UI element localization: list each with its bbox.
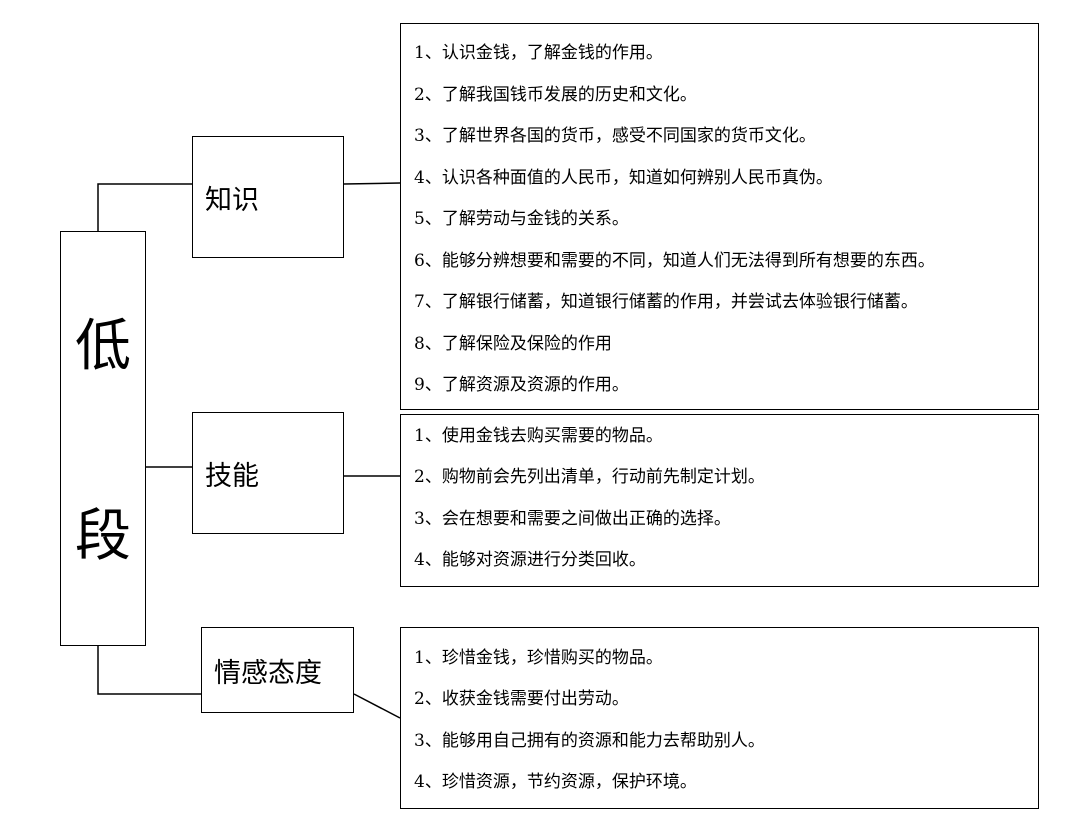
- category-knowledge-label: 知识: [205, 184, 259, 216]
- list-item: 2、了解我国钱币发展的历史和文化。: [414, 85, 697, 105]
- connector-root-attitude: [97, 646, 201, 695]
- knowledge-list: 1、认识金钱，了解金钱的作用。 2、了解我国钱币发展的历史和文化。 3、了解世界…: [400, 23, 1039, 410]
- category-attitude-label: 情感态度: [214, 657, 322, 689]
- list-item: 9、了解资源及资源的作用。: [414, 375, 629, 395]
- list-item: 4、珍惜资源，节约资源，保护环境。: [414, 772, 697, 792]
- category-attitude: 情感态度: [201, 627, 354, 713]
- list-item: 2、购物前会先列出清单，行动前先制定计划。: [414, 467, 765, 487]
- category-skills-label: 技能: [205, 460, 259, 492]
- attitude-list: 1、珍惜金钱，珍惜购买的物品。 2、收获金钱需要付出劳动。 3、能够用自己拥有的…: [400, 627, 1039, 809]
- list-item: 3、能够用自己拥有的资源和能力去帮助别人。: [414, 731, 765, 751]
- list-item: 6、能够分辨想要和需要的不同，知道人们无法得到所有想要的东西。: [414, 251, 935, 271]
- list-item: 8、了解保险及保险的作用: [414, 334, 612, 354]
- root-char-2: 段: [75, 504, 131, 569]
- connector-attitude-list: [353, 693, 401, 719]
- list-item: 5、了解劳动与金钱的关系。: [414, 209, 629, 229]
- list-item: 3、了解世界各国的货币，感受不同国家的货币文化。: [414, 126, 816, 146]
- connector-knowledge-list: [343, 182, 401, 185]
- list-item: 3、会在想要和需要之间做出正确的选择。: [414, 509, 731, 529]
- list-item: 2、收获金钱需要付出劳动。: [414, 689, 629, 709]
- list-item: 4、认识各种面值的人民币，知道如何辨别人民币真伪。: [414, 168, 833, 188]
- root-node: 低 段: [60, 231, 146, 646]
- category-knowledge: 知识: [192, 136, 344, 258]
- list-item: 4、能够对资源进行分类回收。: [414, 550, 646, 570]
- root-char-1: 低: [75, 314, 131, 379]
- connector-root-knowledge: [97, 183, 192, 231]
- skills-list: 1、使用金钱去购买需要的物品。 2、购物前会先列出清单，行动前先制定计划。 3、…: [400, 414, 1039, 587]
- list-item: 7、了解银行储蓄，知道银行储蓄的作用，并尝试去体验银行储蓄。: [414, 292, 918, 312]
- list-item: 1、珍惜金钱，珍惜购买的物品。: [414, 648, 663, 668]
- list-item: 1、使用金钱去购买需要的物品。: [414, 426, 663, 446]
- category-skills: 技能: [192, 412, 344, 534]
- list-item: 1、认识金钱，了解金钱的作用。: [414, 43, 663, 63]
